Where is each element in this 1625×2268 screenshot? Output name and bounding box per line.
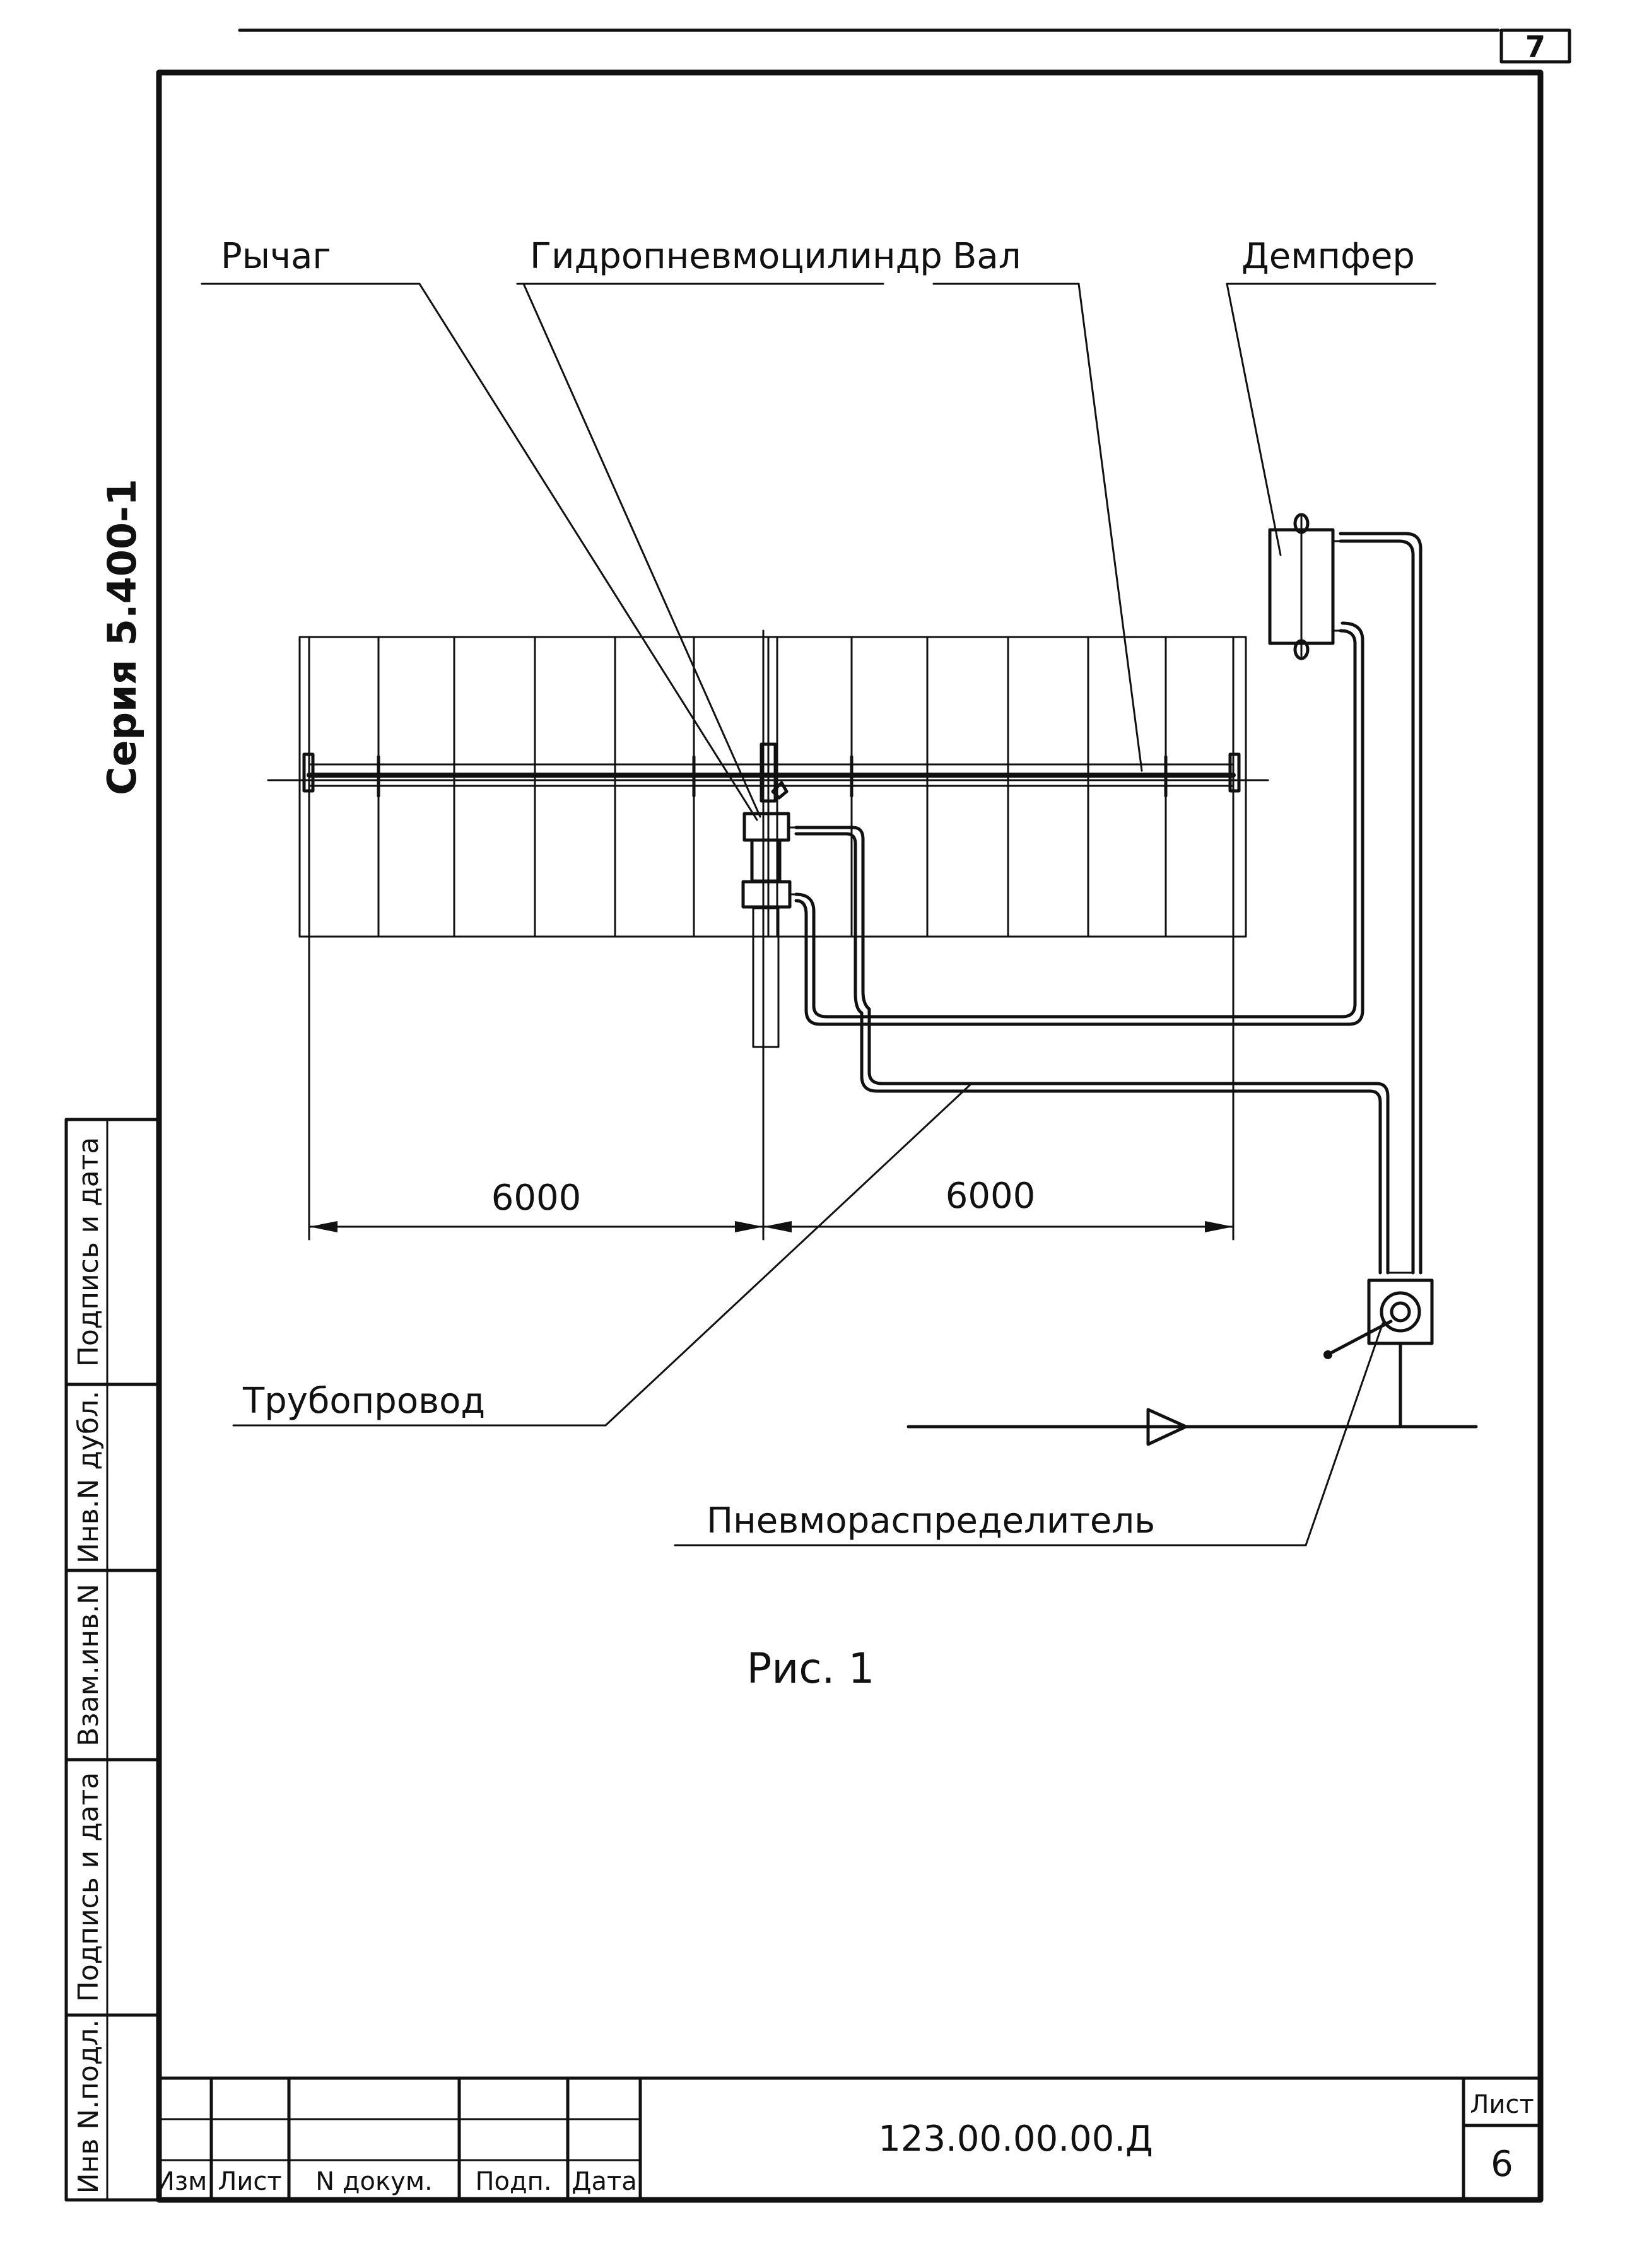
supply-line <box>906 1408 1478 1446</box>
pneumatic-distributor <box>1323 1271 1434 1429</box>
label-distributor: Пневмораспределитель <box>707 1500 1155 1541</box>
tb-col-izm: Изм. <box>156 2167 215 2196</box>
top-sheet-number: 7 <box>1525 30 1546 64</box>
dimension-lines: 6000 6000 <box>308 935 1235 1241</box>
tb-doc-code: 123.00.00.00.Д <box>878 2119 1153 2160</box>
side-stamp-signature-1: Подпись и дата <box>73 1772 105 2002</box>
shaft <box>267 629 1269 1055</box>
side-stamp: Инв N.подл. Подпись и дата Взам.инв.N Ин… <box>64 1118 161 2202</box>
side-stamp-inv-podl: Инв N.подл. <box>73 2020 105 2194</box>
dimension-right: 6000 <box>946 1176 1036 1217</box>
top-sheet-number-box <box>1499 28 1571 64</box>
damper <box>1268 513 1342 660</box>
label-cylinder: Гидропневмоцилиндр <box>530 236 942 277</box>
figure-caption: Рис. 1 <box>747 1644 875 1693</box>
series-label: Серия 5.400-1 <box>99 479 145 795</box>
leader-lines <box>201 283 1436 1546</box>
tb-col-ndoc: N докум. <box>315 2167 433 2196</box>
side-stamp-inv-dubl: Инв.N дубл. <box>73 1391 105 1564</box>
tb-col-podp: Подп. <box>475 2167 551 2196</box>
dimension-left: 6000 <box>491 1178 582 1219</box>
label-damper: Демпфер <box>1241 236 1415 277</box>
louvre-panel <box>298 636 1247 938</box>
tb-col-date: Дата <box>572 2167 637 2196</box>
hydro-pneumatic-cylinder <box>741 742 797 1048</box>
tb-col-list: Лист <box>218 2167 281 2196</box>
label-pipeline: Трубопровод <box>242 1381 485 1422</box>
label-shaft: Вал <box>953 236 1021 277</box>
main-frame <box>156 69 1544 2203</box>
side-stamp-vzam-inv: Взам.инв.N <box>73 1584 105 1746</box>
pipeline <box>794 532 1423 1275</box>
tb-sheet-value: 6 <box>1491 2144 1513 2185</box>
tb-sheet-label: Лист <box>1470 2090 1534 2119</box>
title-block: Изм. Лист N докум. Подп. Дата 123.00.00.… <box>156 2076 1542 2202</box>
label-lever: Рычаг <box>221 236 331 277</box>
side-stamp-signature-2: Подпись и дата <box>73 1137 105 1367</box>
